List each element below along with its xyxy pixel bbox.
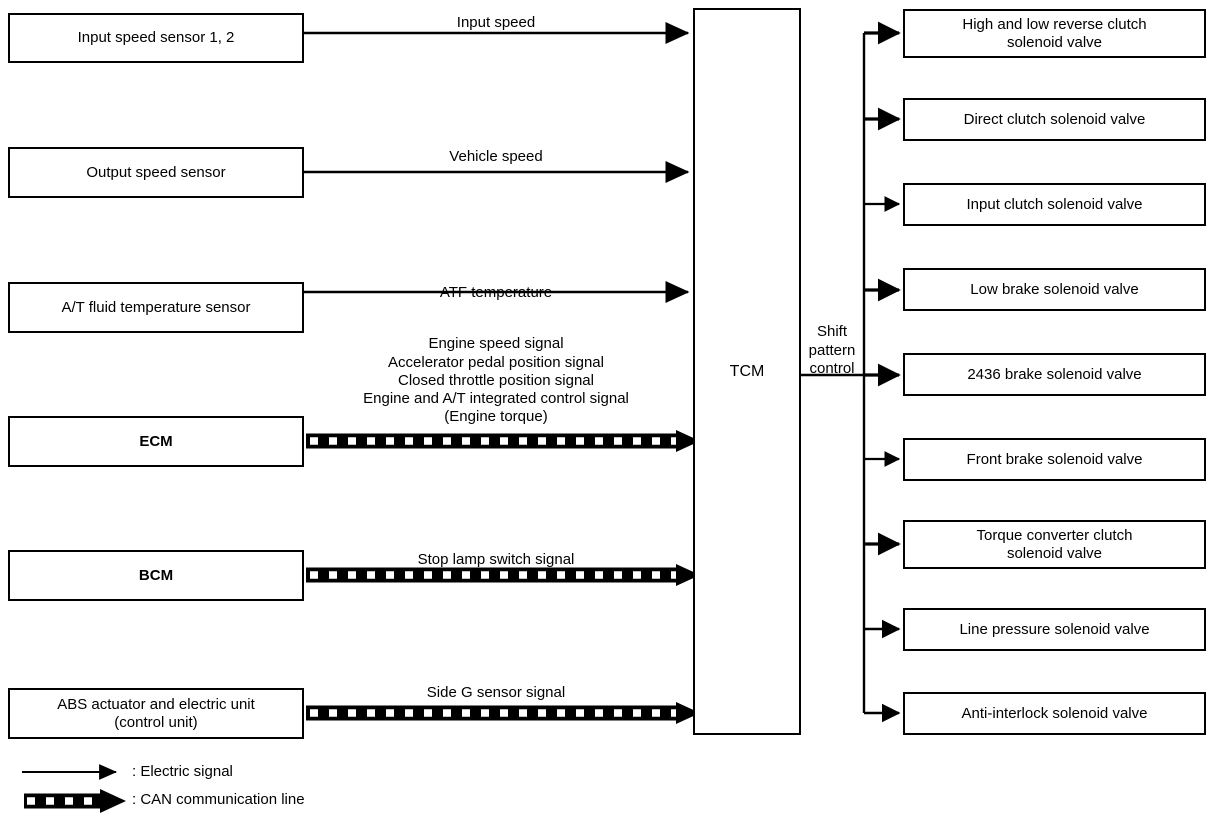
output-box-input-clutch-solenoid-valve[interactable]: Input clutch solenoid valve xyxy=(903,183,1206,226)
output-box-label: Torque converter clutch solenoid valve xyxy=(976,527,1133,562)
output-box-anti-interlock-solenoid-valve[interactable]: Anti-interlock solenoid valve xyxy=(903,692,1206,735)
input-box-label: ECM xyxy=(139,432,173,450)
signal-label-text: Engine speed signal Accelerator pedal po… xyxy=(363,335,629,426)
can-communication-connectors xyxy=(306,430,700,724)
output-box-high-low-reverse-clutch-solenoid-valve[interactable]: High and low reverse clutch solenoid val… xyxy=(903,9,1206,58)
input-box-label: A/T fluid temperature sensor xyxy=(61,298,251,316)
tcm-label: TCM xyxy=(729,362,765,380)
signal-label-side-g-sensor: Side G sensor signal xyxy=(304,684,688,701)
output-branch-connectors xyxy=(864,21,901,723)
signal-label-text: Stop lamp switch signal xyxy=(417,551,575,568)
output-box-label: 2436 brake solenoid valve xyxy=(967,365,1142,383)
input-box-ecm[interactable]: ECM xyxy=(8,416,304,467)
output-box-label: Front brake solenoid valve xyxy=(966,450,1143,468)
signal-label-text: Input speed xyxy=(456,14,536,31)
input-box-input-speed-sensor[interactable]: Input speed sensor 1, 2 xyxy=(8,13,304,63)
input-box-bcm[interactable]: BCM xyxy=(8,550,304,601)
legend-item-can-communication-line: : CAN communication line xyxy=(132,791,305,808)
output-box-direct-clutch-solenoid-valve[interactable]: Direct clutch solenoid valve xyxy=(903,98,1206,141)
input-box-at-fluid-temperature-sensor[interactable]: A/T fluid temperature sensor xyxy=(8,282,304,333)
output-box-label: Anti-interlock solenoid valve xyxy=(961,704,1148,722)
input-box-label: Output speed sensor xyxy=(86,163,226,181)
electric-signal-connectors xyxy=(304,21,690,304)
input-box-abs-actuator[interactable]: ABS actuator and electric unit (control … xyxy=(8,688,304,739)
input-box-label: Input speed sensor 1, 2 xyxy=(77,29,235,47)
signal-label-input-speed: Input speed xyxy=(304,14,688,31)
output-box-label: Line pressure solenoid valve xyxy=(959,620,1150,638)
output-bus xyxy=(800,33,866,713)
output-box-label: Low brake solenoid valve xyxy=(970,280,1139,298)
signal-label-ecm-signals: Engine speed signal Accelerator pedal po… xyxy=(300,317,692,427)
legend-symbols xyxy=(22,764,126,813)
signal-label-atf-temperature: ATF temperature xyxy=(304,284,688,301)
output-box-label: High and low reverse clutch solenoid val… xyxy=(962,16,1147,51)
signal-label-text: ATF temperature xyxy=(439,284,553,301)
shift-pattern-control-label: Shift pattern control xyxy=(801,305,863,378)
output-box-low-brake-solenoid-valve[interactable]: Low brake solenoid valve xyxy=(903,268,1206,311)
input-box-output-speed-sensor[interactable]: Output speed sensor xyxy=(8,147,304,198)
signal-label-vehicle-speed: Vehicle speed xyxy=(304,148,688,165)
signal-label-text: Vehicle speed xyxy=(449,148,543,165)
output-box-line-pressure-solenoid-valve[interactable]: Line pressure solenoid valve xyxy=(903,608,1206,651)
signal-label-text: Side G sensor signal xyxy=(426,684,566,701)
input-box-label: ABS actuator and electric unit (control … xyxy=(57,696,255,731)
shift-pattern-control-text: Shift pattern control xyxy=(808,323,856,377)
output-box-2436-brake-solenoid-valve[interactable]: 2436 brake solenoid valve xyxy=(903,353,1206,396)
legend-label: : CAN communication line xyxy=(132,791,305,808)
output-box-front-brake-solenoid-valve[interactable]: Front brake solenoid valve xyxy=(903,438,1206,481)
tcm-box[interactable]: TCM xyxy=(693,8,801,735)
output-box-label: Input clutch solenoid valve xyxy=(966,195,1143,213)
signal-label-stop-lamp-switch: Stop lamp switch signal xyxy=(304,551,688,568)
output-box-torque-converter-clutch-solenoid-valve[interactable]: Torque converter clutch solenoid valve xyxy=(903,520,1206,569)
legend-item-electric-signal: : Electric signal xyxy=(132,763,233,780)
input-box-label: BCM xyxy=(138,566,174,584)
legend-label: : Electric signal xyxy=(132,763,233,780)
output-box-label: Direct clutch solenoid valve xyxy=(963,110,1146,128)
